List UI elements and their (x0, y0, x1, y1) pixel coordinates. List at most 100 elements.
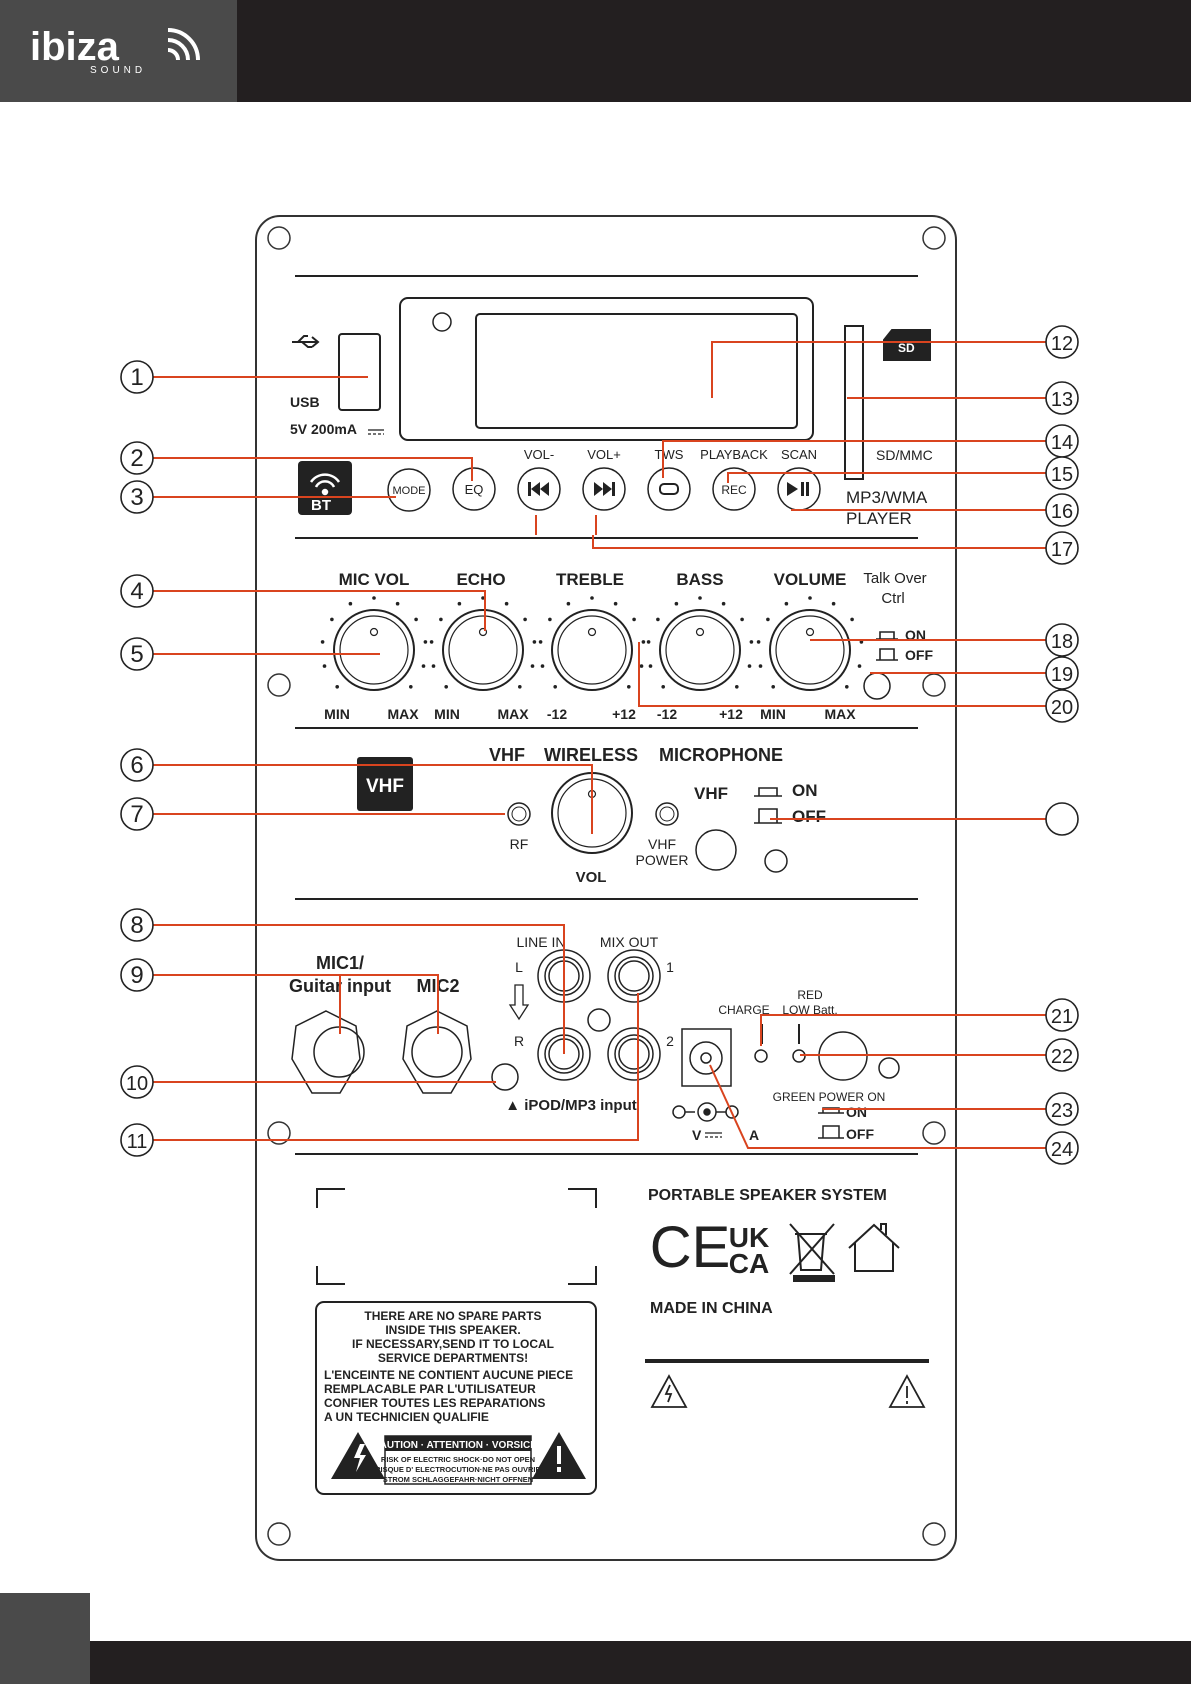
callout-4: 4 (120, 574, 154, 608)
callout-leaders (153, 341, 1046, 1149)
callout-24: 24 (1045, 1131, 1079, 1165)
usb-port[interactable] (338, 333, 381, 411)
made-in-label: MADE IN CHINA (650, 1300, 773, 1317)
charge-led (754, 1049, 768, 1063)
rec-button[interactable]: REC (712, 467, 756, 511)
callout-10: 10 (120, 1065, 154, 1099)
callout-number: 14 (1051, 432, 1073, 454)
treble-knob[interactable] (551, 609, 633, 691)
mic-vol-label: MIC VOL (339, 570, 410, 589)
vhf-power-label-1: VHF (648, 836, 676, 852)
brand-logo: ibiza SOUND (30, 25, 200, 76)
talkover-switch[interactable] (876, 631, 898, 661)
vhf-vol-label: VOL (576, 869, 607, 886)
microphone-title: MICROPHONE (659, 745, 783, 765)
callout-number: 15 (1051, 464, 1073, 486)
callout-number: 11 (127, 1131, 148, 1153)
warning-fr-4: A UN TECHNICIEN QUALIFIE (324, 1410, 489, 1424)
callout-number: 10 (126, 1073, 148, 1095)
brand-name: ibiza (30, 25, 120, 69)
mic-screw (491, 1063, 519, 1091)
prev-icon (528, 482, 549, 496)
scan-label: SCAN (781, 447, 817, 462)
callout-6: 6 (120, 748, 154, 782)
mic2-jack[interactable] (402, 1010, 472, 1094)
caution-header (385, 1436, 531, 1451)
volume-scale-dots (756, 596, 864, 689)
callout-7: 7 (120, 797, 154, 831)
playback-label: PLAYBACK (700, 447, 768, 462)
caution-title: CAUTION · ATTENTION · VORSICHT (372, 1440, 543, 1451)
callout-20: 20 (1045, 689, 1079, 723)
vhf-power-label-2: POWER (636, 852, 689, 868)
usb-icon (292, 335, 320, 348)
caution-line-1: RISK OF ELECTRIC SHOCK·DO NOT OPEN (381, 1455, 535, 1464)
power-switch-off: OFF (846, 1126, 874, 1142)
callout-18: 18 (1045, 623, 1079, 657)
callout-2: 2 (120, 441, 154, 475)
talkover-off: OFF (905, 647, 933, 663)
repeat-icon (659, 483, 679, 495)
callout-14: 14 (1045, 424, 1079, 458)
mode-button[interactable]: MODE (387, 468, 431, 512)
vhf-antenna-socket[interactable] (695, 829, 737, 871)
prev-button[interactable] (517, 467, 561, 511)
red-label: RED (797, 988, 823, 1002)
callout-number: 5 (130, 641, 143, 668)
talkover-knob[interactable] (863, 672, 891, 700)
treble-max: +12 (612, 706, 636, 722)
eq-button-label: EQ (465, 482, 484, 497)
sd-card-slot[interactable] (844, 325, 864, 480)
usb-spec: 5V 200mA (290, 421, 357, 437)
vhf-switch-off: OFF (792, 807, 826, 826)
vhf-switch-on: ON (792, 781, 818, 800)
mix-out-2-jack[interactable] (607, 1027, 661, 1081)
wifi-icon (309, 473, 341, 496)
warning-en-2: INSIDE THIS SPEAKER. (385, 1323, 520, 1337)
mic-vol-knob[interactable] (333, 609, 415, 691)
echo-knob[interactable] (442, 609, 524, 691)
small-lightning-icon (650, 1374, 688, 1408)
callout-number: 4 (130, 578, 143, 605)
dc-input-jack[interactable] (681, 1028, 732, 1087)
ir-sensor (432, 312, 452, 332)
ukca-mark-uk: UK (729, 1222, 769, 1253)
tws-button[interactable] (647, 467, 691, 511)
bass-knob[interactable] (659, 609, 741, 691)
lightning-icon (331, 1432, 385, 1479)
portable-speaker-label: PORTABLE SPEAKER SYSTEM (648, 1187, 887, 1204)
callout-number: 16 (1051, 501, 1073, 523)
house-icon (848, 1223, 900, 1272)
line-in-l: L (515, 959, 523, 975)
next-button[interactable] (582, 467, 626, 511)
ce-mark: CE (650, 1215, 731, 1280)
next-icon (594, 482, 615, 496)
mode-button-label: MODE (393, 485, 426, 497)
callout-15: 15 (1045, 456, 1079, 490)
callout-number: 20 (1051, 697, 1073, 719)
echo-min: MIN (434, 706, 460, 722)
caution-line-2: RISQUE D' ELECTROCUTION·NE PAS OUVRIR (375, 1465, 541, 1474)
warning-en-4: SERVICE DEPARTMENTS! (378, 1351, 528, 1365)
power-switch[interactable] (818, 1107, 844, 1139)
page-number-tab (0, 1593, 90, 1684)
mix-out-1-jack[interactable] (607, 949, 661, 1003)
callout-22: 22 (1045, 1038, 1079, 1072)
mic1-jack[interactable] (291, 1010, 365, 1094)
warning-en-3: IF NECESSARY,SEND IT TO LOCAL (352, 1337, 554, 1351)
rf-label: RF (510, 836, 529, 852)
play-pause-icon (787, 482, 809, 496)
volume-knob[interactable] (769, 609, 851, 691)
lcd-display (475, 313, 798, 429)
vol-plus-label: VOL+ (587, 447, 621, 462)
callout-number: 19 (1051, 664, 1073, 686)
play-pause-button[interactable] (777, 467, 821, 511)
sd-badge: SD (898, 341, 915, 355)
callout-19: 19 (1045, 656, 1079, 690)
tws-label: TWS (655, 447, 684, 462)
vhf-power-switch[interactable] (754, 787, 782, 824)
dc-v-label: V (692, 1127, 702, 1143)
rf-led (507, 802, 531, 826)
eq-button[interactable]: EQ (452, 467, 496, 511)
